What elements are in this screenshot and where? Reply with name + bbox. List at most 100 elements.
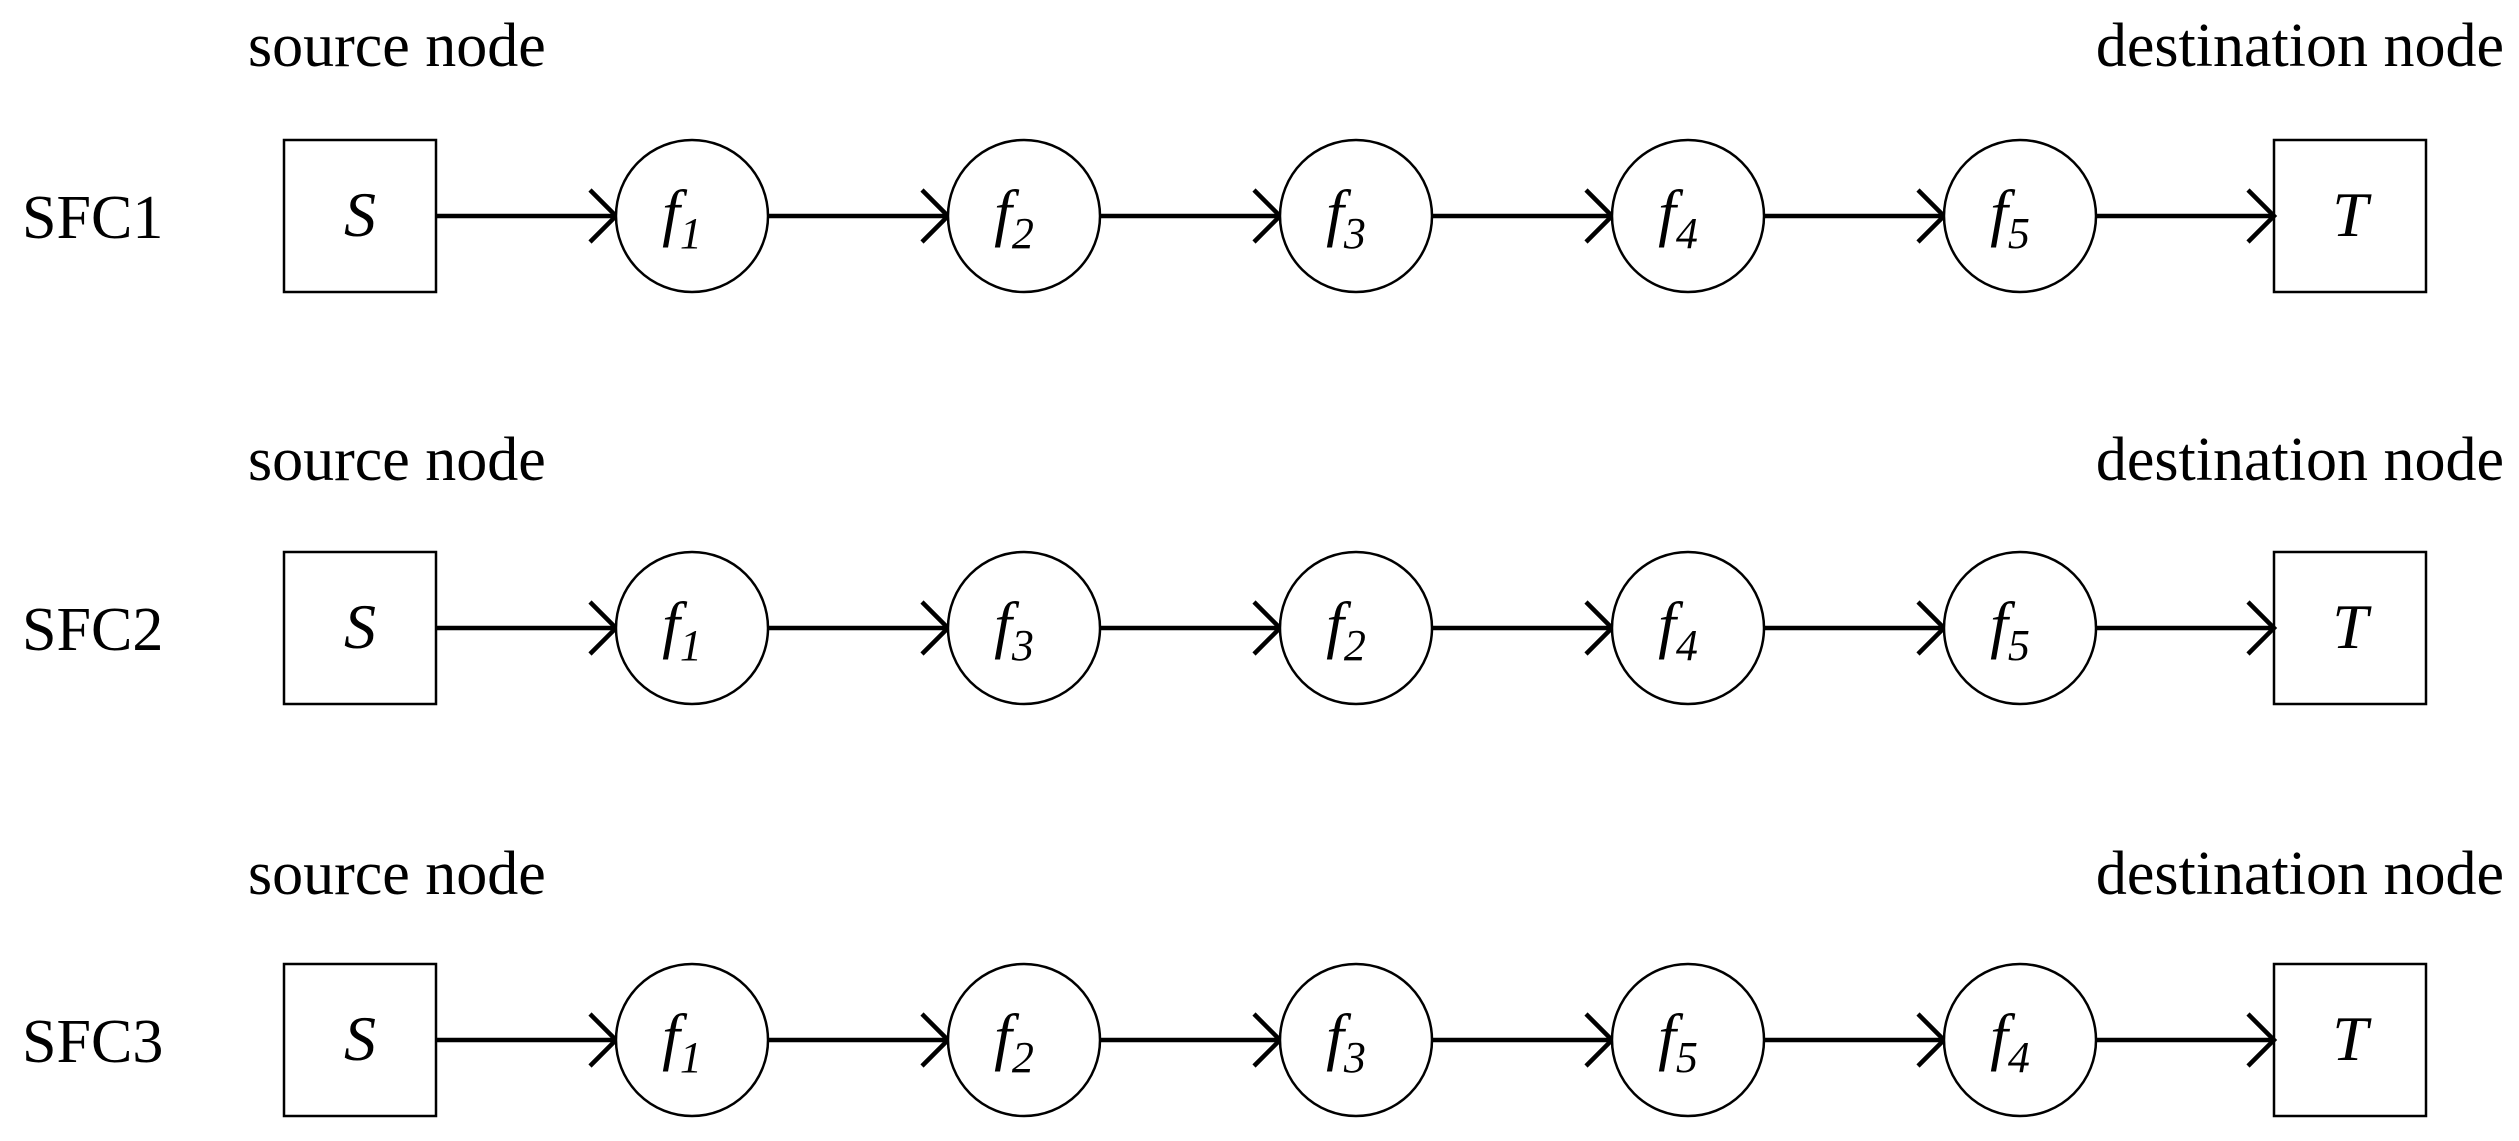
function-node-label: f4	[1658, 589, 1698, 670]
function-node-label: f4	[1658, 177, 1698, 258]
edge-arrow	[1764, 188, 1948, 244]
edge-arrow	[436, 600, 620, 656]
destination-node: T	[2272, 962, 2428, 1118]
function-node-circle	[1278, 550, 1434, 706]
source-node-text: S	[344, 179, 376, 250]
destination-node-box	[2272, 550, 2428, 706]
destination-node-label: destination node	[2096, 12, 2504, 80]
arrowhead	[2246, 188, 2278, 244]
edge-arrow	[1764, 1012, 1948, 1068]
source-node-box	[282, 962, 438, 1118]
source-node-box	[282, 550, 438, 706]
arrowhead	[2246, 1012, 2278, 1068]
destination-node-box	[2272, 962, 2428, 1118]
function-subscript: 5	[1676, 1033, 1698, 1082]
edge-arrow	[1100, 188, 1284, 244]
destination-node-box	[2272, 138, 2428, 294]
function-node: f5	[1942, 138, 2098, 294]
function-subscript: 1	[680, 621, 702, 670]
function-subscript: 3	[1343, 209, 1366, 258]
edge-arrow	[436, 1012, 620, 1068]
function-node-circle	[614, 550, 770, 706]
function-node: f2	[946, 138, 1102, 294]
function-node-circle	[946, 550, 1102, 706]
function-node-circle	[1610, 138, 1766, 294]
edge-arrow	[768, 188, 952, 244]
destination-node: T	[2272, 138, 2428, 294]
function-node-label: f5	[1990, 589, 2030, 670]
source-node: S	[282, 550, 438, 706]
edge-arrow	[1432, 600, 1616, 656]
function-subscript: 3	[1343, 1033, 1366, 1082]
function-node: f3	[1278, 962, 1434, 1118]
source-node-text: S	[344, 1003, 376, 1074]
function-node-circle	[1610, 550, 1766, 706]
edge-arrow	[2096, 600, 2278, 656]
function-node-label: f3	[1326, 1001, 1366, 1082]
function-node: f5	[1942, 550, 2098, 706]
function-node-circle	[1278, 138, 1434, 294]
arrowhead	[2246, 600, 2278, 656]
destination-node: T	[2272, 550, 2428, 706]
edge-arrow	[768, 1012, 952, 1068]
function-subscript: 2	[1012, 209, 1034, 258]
source-node-label: source node	[248, 840, 546, 908]
function-subscript: 2	[1012, 1033, 1034, 1082]
function-node: f2	[1278, 550, 1434, 706]
function-node-label: f3	[994, 589, 1034, 670]
destination-node-text: T	[2332, 1003, 2372, 1074]
edge-arrow	[2096, 1012, 2278, 1068]
function-node-circle	[1942, 138, 2098, 294]
edge-arrow	[768, 600, 952, 656]
function-subscript: 4	[2008, 1033, 2030, 1082]
function-node: f4	[1942, 962, 2098, 1118]
destination-node-text: T	[2332, 179, 2372, 250]
function-subscript: 4	[1676, 621, 1698, 670]
function-node: f1	[614, 550, 770, 706]
function-node-circle	[614, 138, 770, 294]
edge-arrow	[1100, 600, 1284, 656]
source-node-box	[282, 138, 438, 294]
function-node: f4	[1610, 550, 1766, 706]
function-node-circle	[1942, 962, 2098, 1118]
function-node-circle	[614, 962, 770, 1118]
function-node-circle	[1610, 962, 1766, 1118]
sfc-name: SFC2	[22, 596, 163, 664]
edge-arrow	[1432, 188, 1616, 244]
destination-node-label: destination node	[2096, 426, 2504, 494]
edge-arrow	[1100, 1012, 1284, 1068]
destination-node-label: destination node	[2096, 840, 2504, 908]
function-node-circle	[1278, 962, 1434, 1118]
function-node-circle	[946, 138, 1102, 294]
source-node-text: S	[344, 591, 376, 662]
function-node: f1	[614, 138, 770, 294]
source-node-label: source node	[248, 426, 546, 494]
sfc-name: SFC1	[22, 184, 163, 252]
edge-arrow	[1432, 1012, 1616, 1068]
function-node-label: f4	[1990, 1001, 2030, 1082]
destination-node-text: T	[2332, 591, 2372, 662]
function-node: f3	[1278, 138, 1434, 294]
function-node: f5	[1610, 962, 1766, 1118]
function-node: f2	[946, 962, 1102, 1118]
function-subscript: 1	[680, 1033, 702, 1082]
function-node: f1	[614, 962, 770, 1118]
source-node: S	[282, 138, 438, 294]
edge-arrow	[436, 188, 620, 244]
function-subscript: 1	[680, 209, 702, 258]
function-subscript: 5	[2008, 209, 2030, 258]
function-node-circle	[1942, 550, 2098, 706]
source-node-label: source node	[248, 12, 546, 80]
function-subscript: 2	[1344, 621, 1366, 670]
edge-arrow	[2096, 188, 2278, 244]
edge-arrow	[1764, 600, 1948, 656]
function-node-label: f1	[662, 177, 702, 258]
function-subscript: 4	[1676, 209, 1698, 258]
source-node: S	[282, 962, 438, 1118]
function-node: f3	[946, 550, 1102, 706]
function-subscript: 5	[2008, 621, 2030, 670]
